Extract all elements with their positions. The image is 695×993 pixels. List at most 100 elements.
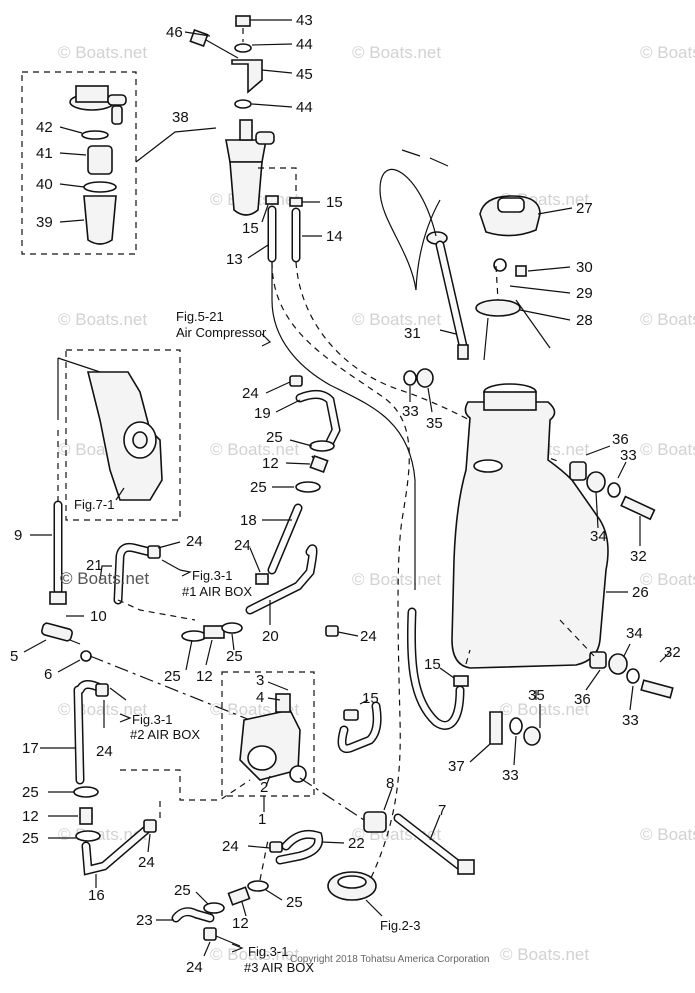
sender-plate bbox=[475, 299, 521, 317]
clip bbox=[289, 375, 303, 387]
callout-number: 24 bbox=[234, 537, 251, 554]
callout-number: 42 bbox=[36, 119, 53, 136]
fuel-sender bbox=[426, 231, 469, 360]
callout-number: 24 bbox=[186, 959, 203, 976]
nut bbox=[49, 591, 67, 605]
copyright-notice: Copyright 2018 Tohatsu America Corporati… bbox=[290, 954, 489, 965]
callout-number: 13 bbox=[226, 251, 243, 268]
callout-number: 37 bbox=[448, 758, 465, 775]
callout-number: 20 bbox=[262, 628, 279, 645]
bracket bbox=[231, 15, 263, 109]
callout-number: 29 bbox=[576, 285, 593, 302]
callout-number: 14 bbox=[326, 228, 343, 245]
fig-ref-air-compressor: Air Compressor bbox=[176, 325, 267, 340]
clamp bbox=[295, 481, 321, 493]
callout-layer: 43 44 46 45 44 42 41 40 39 38 15 15 13 1… bbox=[10, 12, 681, 976]
check-valve bbox=[203, 625, 225, 639]
screw bbox=[515, 265, 527, 277]
callout-number: 24 bbox=[96, 743, 113, 760]
callout-number: 28 bbox=[576, 312, 593, 329]
clip bbox=[255, 573, 269, 585]
fuel-cap bbox=[479, 195, 541, 237]
callout-number: 25 bbox=[226, 648, 243, 665]
air-box-label: #2 AIR BOX bbox=[130, 727, 200, 742]
callout-number: 33 bbox=[622, 712, 639, 729]
callout-number: 36 bbox=[574, 691, 591, 708]
spacer bbox=[363, 811, 387, 833]
watermark: © Boats.net bbox=[210, 945, 299, 964]
clip bbox=[95, 683, 109, 697]
callout-number: 3 bbox=[256, 672, 264, 689]
washer bbox=[509, 717, 523, 735]
callout-number: 10 bbox=[90, 608, 107, 625]
washer bbox=[626, 668, 640, 684]
check-valve bbox=[79, 807, 93, 825]
callout-number: 15 bbox=[424, 656, 441, 673]
clip bbox=[265, 195, 279, 205]
callout-number: 25 bbox=[174, 882, 191, 899]
callout-number: 23 bbox=[136, 912, 153, 929]
nut bbox=[80, 650, 92, 662]
callout-number: 19 bbox=[254, 405, 271, 422]
clip bbox=[269, 841, 283, 853]
fig-ref-3-1: Fig.3-1 bbox=[132, 712, 172, 727]
callout-number: 35 bbox=[426, 415, 443, 432]
grommet bbox=[416, 368, 434, 388]
callout-number: 9 bbox=[14, 527, 22, 544]
callout-number: 16 bbox=[88, 887, 105, 904]
callout-number: 12 bbox=[262, 455, 279, 472]
clip bbox=[325, 625, 339, 637]
air-box-label: #1 AIR BOX bbox=[182, 584, 252, 599]
fig-ref-3-1: Fig.3-1 bbox=[248, 944, 288, 959]
callout-number: 12 bbox=[196, 668, 213, 685]
clamp bbox=[247, 880, 269, 892]
filter-element bbox=[87, 145, 113, 175]
choke-knob bbox=[41, 622, 81, 645]
washer bbox=[607, 482, 621, 498]
bolt bbox=[640, 679, 674, 699]
clamp bbox=[203, 902, 225, 914]
grommet bbox=[586, 471, 606, 493]
fig-ref-3-1: Fig.3-1 bbox=[192, 568, 232, 583]
watermark: © Boats.net bbox=[352, 43, 441, 62]
callout-number: 34 bbox=[590, 528, 607, 545]
callout-number: 26 bbox=[632, 584, 649, 601]
fig-ref-7-1: Fig.7-1 bbox=[74, 497, 114, 512]
air-box-label: #3 AIR BOX bbox=[244, 960, 314, 975]
watermark: © Boats.net bbox=[352, 310, 441, 329]
filter-cup bbox=[83, 195, 117, 245]
fuel-filter bbox=[225, 119, 275, 216]
callout-number: 35 bbox=[528, 687, 545, 704]
bracket-detail-box bbox=[65, 349, 181, 521]
callout-number: 33 bbox=[620, 447, 637, 464]
callout-number: 30 bbox=[576, 259, 593, 276]
grommet bbox=[493, 258, 507, 272]
callout-number: 15 bbox=[362, 690, 379, 707]
arrow-icon bbox=[179, 569, 192, 577]
callout-number: 32 bbox=[664, 644, 681, 661]
callout-number: 24 bbox=[360, 628, 377, 645]
callout-number: 24 bbox=[222, 838, 239, 855]
callout-number: 46 bbox=[166, 24, 183, 41]
watermark: © Boats.net bbox=[640, 825, 695, 844]
clamp bbox=[181, 630, 207, 642]
fuel-tank bbox=[451, 383, 609, 669]
callout-number: 38 bbox=[172, 109, 189, 126]
clamp bbox=[75, 830, 101, 842]
callout-number: 25 bbox=[22, 830, 39, 847]
check-valve bbox=[227, 886, 251, 906]
watermark: © Boats.net bbox=[640, 43, 695, 62]
washer bbox=[403, 370, 417, 386]
watermark: © Boats.net bbox=[500, 700, 589, 719]
fig-ref-2-3: Fig.2-3 bbox=[380, 918, 420, 933]
pump-detail-box bbox=[221, 671, 315, 797]
callout-number: 25 bbox=[22, 784, 39, 801]
clamp bbox=[309, 440, 335, 452]
bolt bbox=[620, 495, 656, 521]
callout-number: 22 bbox=[348, 835, 365, 852]
watermark: © Boats.net bbox=[640, 570, 695, 589]
callout-number: 44 bbox=[296, 36, 313, 53]
filter-cap bbox=[69, 85, 127, 125]
callout-number: 18 bbox=[240, 512, 257, 529]
callout-number: 8 bbox=[386, 775, 394, 792]
